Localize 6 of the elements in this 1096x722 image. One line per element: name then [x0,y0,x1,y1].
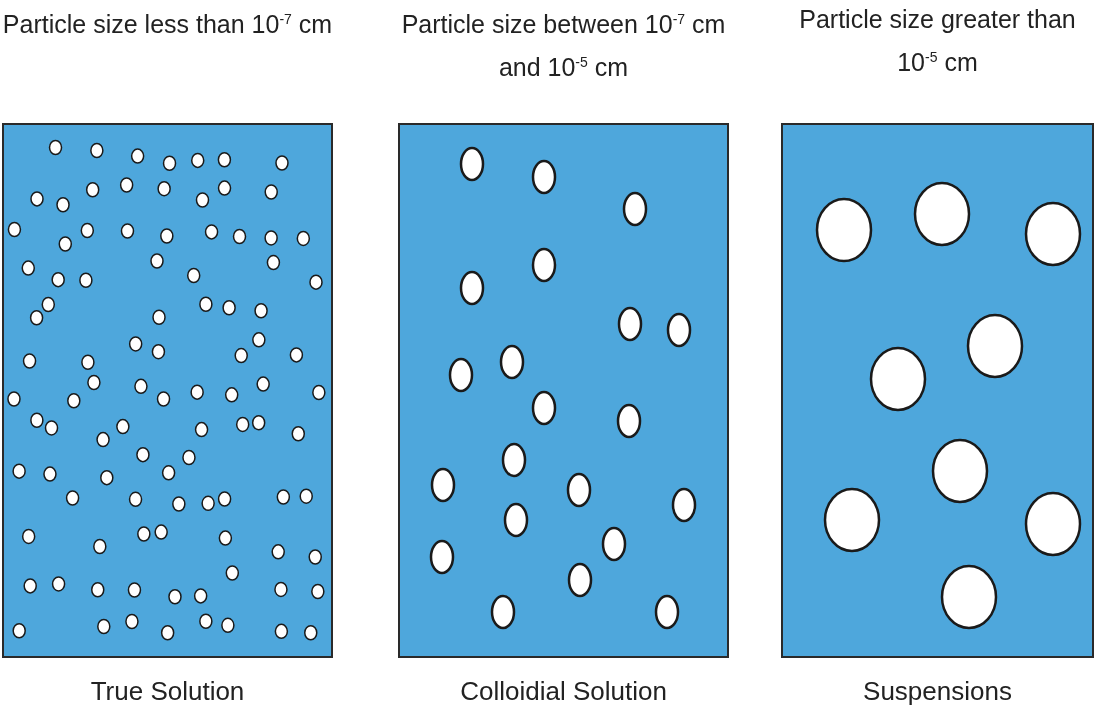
panel-heading: Particle size greater than 10$^{-5}$ cm [798,4,1077,79]
panel-heading: Particle size less than 10$^{-7}$ cm [2,9,333,41]
panel-caption: Suspensions [862,676,1013,707]
panel-heading: Particle size between 10$^{-7}$ cm and 10$^{-5}$ cm [400,9,727,84]
panel-caption: True Solution [89,676,246,707]
panel-caption: Colloidial Solution [459,676,668,707]
